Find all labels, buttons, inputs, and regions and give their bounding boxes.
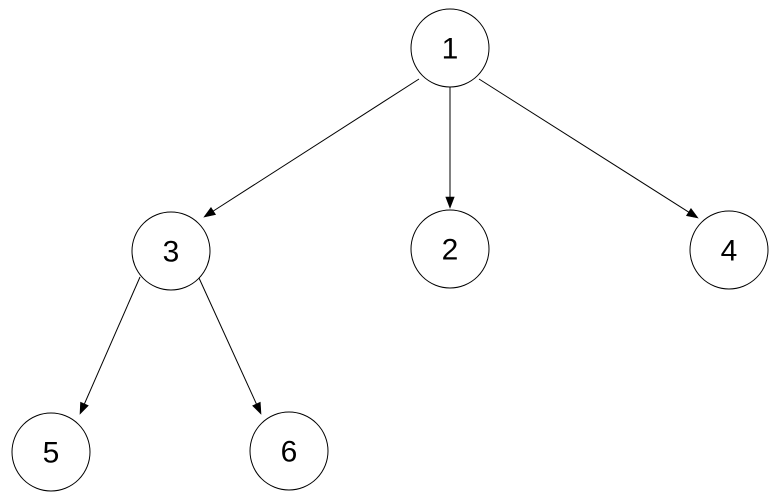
node-circle[interactable]: [131, 211, 211, 291]
node-circle[interactable]: [249, 411, 329, 491]
node-circle[interactable]: [11, 412, 91, 492]
node-circle[interactable]: [689, 210, 769, 290]
node-circle[interactable]: [410, 8, 490, 88]
node-1[interactable]: 1: [410, 8, 490, 88]
node-3[interactable]: 3: [131, 211, 211, 291]
arrow-head-icon: [203, 206, 217, 218]
node-5[interactable]: 5: [11, 412, 91, 492]
node-4[interactable]: 4: [689, 210, 769, 290]
node-6[interactable]: 6: [249, 411, 329, 491]
edge-line: [478, 78, 691, 214]
edge-1-to-3: [203, 78, 420, 218]
arrow-head-icon: [685, 208, 699, 219]
arrow-head-icon: [445, 196, 455, 209]
edges-layer: [79, 78, 699, 415]
edge-line: [83, 276, 141, 406]
nodes-layer: 1 2 3 4 5 6: [11, 8, 769, 492]
edge-3-to-6: [198, 277, 262, 415]
edge-line: [211, 78, 420, 213]
edge-1-to-2: [445, 87, 455, 209]
edge-line: [198, 277, 258, 407]
arrow-head-icon: [79, 401, 89, 415]
edge-1-to-4: [478, 78, 699, 219]
arrow-head-icon: [252, 401, 262, 415]
node-2[interactable]: 2: [410, 209, 490, 289]
edge-3-to-5: [79, 276, 141, 415]
node-circle[interactable]: [410, 209, 490, 289]
